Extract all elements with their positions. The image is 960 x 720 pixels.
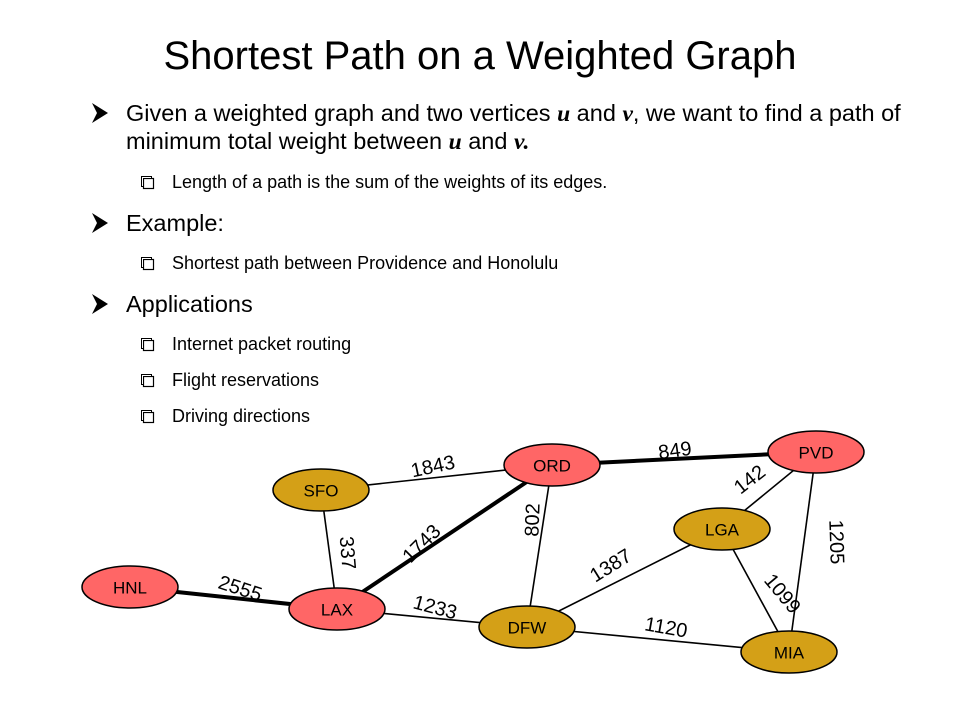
- bullet-example: Example:: [90, 210, 910, 237]
- box-bullet-icon: [141, 338, 155, 352]
- edge-ord-dfw: [526, 464, 553, 628]
- box-bullet-icon: [141, 257, 155, 271]
- edge-weight-label: 1743: [398, 520, 445, 567]
- bullet-list: Given a weighted graph and two vertices …: [90, 100, 910, 441]
- period: .: [523, 129, 530, 155]
- bullet-text: and: [570, 100, 623, 126]
- bullet-text: Length of a path is the sum of the weigh…: [172, 172, 608, 192]
- edge-weight-label: 1205: [824, 519, 848, 564]
- bullet-text: , we want to find a path of minimum tota…: [126, 100, 901, 154]
- vertex-label: LGA: [705, 521, 740, 540]
- edge-weight-label: 849: [657, 438, 693, 464]
- var-u: u: [448, 129, 462, 155]
- vertex-label: MIA: [774, 644, 805, 663]
- edge-weight-label: 1843: [409, 452, 457, 483]
- edge-dfw-lga: [526, 528, 723, 628]
- var-v: v: [622, 101, 633, 127]
- box-bullet-icon: [141, 374, 155, 388]
- vertex-pvd: PVD: [767, 430, 865, 474]
- box-bullet-icon: [141, 410, 155, 424]
- vertex-sfo: SFO: [272, 468, 370, 512]
- vertex-label: ORD: [533, 457, 571, 476]
- vertex-label: DFW: [508, 619, 547, 638]
- vertex-label: HNL: [113, 579, 147, 598]
- bullet-text: Internet packet routing: [172, 334, 352, 354]
- edge-lax-ord: [335, 463, 554, 611]
- arrow-bullet-icon: [92, 213, 108, 233]
- bullet-applications: Applications: [90, 291, 910, 318]
- vertex-hnl: HNL: [81, 565, 179, 609]
- arrow-bullet-icon: [92, 103, 108, 123]
- vertex-label: SFO: [304, 482, 339, 501]
- sub-bullet-path-length: Length of a path is the sum of the weigh…: [90, 171, 910, 193]
- sub-bullet-application: Internet packet routing: [90, 333, 910, 355]
- vertex-shape: [673, 507, 771, 551]
- bullet-text: and: [461, 128, 514, 154]
- vertex-shape: [740, 630, 838, 674]
- edge-pvd-mia: [788, 451, 817, 653]
- bullet-text: Given a weighted graph and two vertices: [126, 100, 558, 126]
- vertices-layer: PVD ORD SFO LGA HNL LAX DFW MIA: [81, 430, 865, 674]
- vertex-dfw: DFW: [478, 605, 576, 649]
- vertex-shape: [288, 587, 386, 631]
- vertex-shape: [767, 430, 865, 474]
- vertex-label: LAX: [321, 601, 353, 620]
- slide-title: Shortest Path on a Weighted Graph: [163, 34, 797, 78]
- edge-weight-label: 2555: [215, 572, 264, 607]
- bullet-text: Driving directions: [172, 406, 311, 426]
- vertex-lga: LGA: [673, 507, 771, 551]
- var-u: u: [557, 101, 571, 127]
- vertex-lax: LAX: [288, 587, 386, 631]
- arrow-bullet-icon: [92, 294, 108, 314]
- edge-weight-label: 802: [521, 503, 544, 537]
- sub-bullet-application: Flight reservations: [90, 369, 910, 391]
- bullet-weighted-graph: Given a weighted graph and two vertices …: [90, 100, 910, 156]
- vertex-label: PVD: [799, 444, 834, 463]
- edge-weight-label: 1233: [411, 592, 460, 625]
- edge-weight-label: 1387: [586, 545, 635, 587]
- sub-bullet-example: Shortest path between Providence and Hon…: [90, 252, 910, 274]
- var-v: v: [513, 129, 524, 155]
- vertex-shape: [81, 565, 179, 609]
- vertex-ord: ORD: [503, 443, 601, 487]
- bullet-text: Shortest path between Providence and Hon…: [172, 253, 559, 273]
- edge-weight-label: 337: [335, 535, 360, 570]
- vertex-mia: MIA: [740, 630, 838, 674]
- box-bullet-icon: [141, 176, 155, 190]
- bullet-text: Applications: [126, 291, 253, 317]
- edge-weight-label: 142: [730, 461, 770, 499]
- vertex-shape: [272, 468, 370, 512]
- sub-bullet-application: Driving directions: [90, 405, 910, 427]
- vertex-shape: [503, 443, 601, 487]
- bullet-text: Example:: [126, 210, 224, 236]
- bullet-text: Flight reservations: [172, 370, 320, 390]
- vertex-shape: [478, 605, 576, 649]
